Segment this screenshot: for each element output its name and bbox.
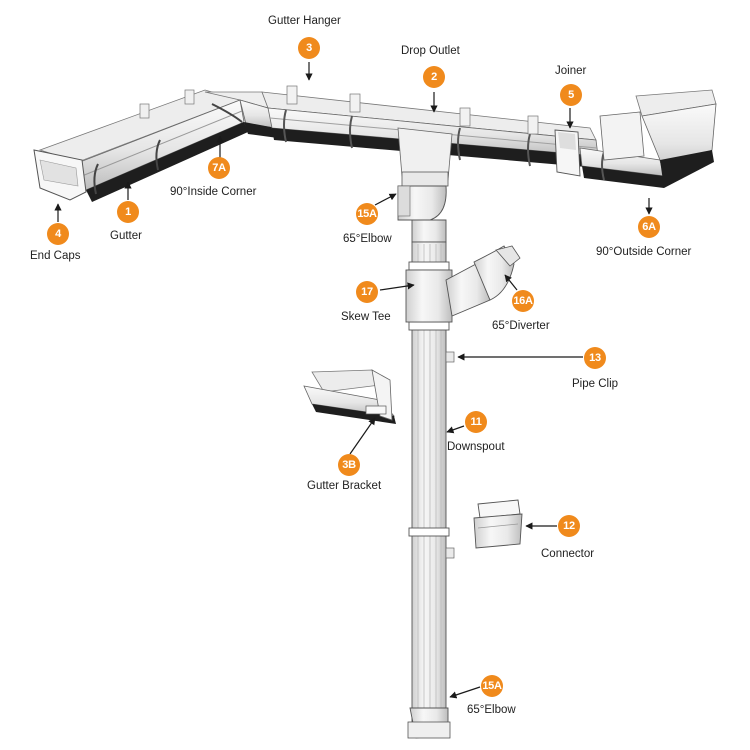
caption-outside-corner: 90°Outside Corner [596, 246, 692, 258]
gutter-main-run [261, 85, 599, 181]
leader-arrows [54, 62, 653, 699]
caption-gutter-hanger: Gutter Hanger [268, 15, 341, 27]
badge-inside-corner: 7A [208, 157, 230, 179]
arrow-elbow-top [374, 193, 397, 206]
caption-gutter-bracket: Gutter Bracket [307, 480, 382, 492]
caption-diverter: 65°Diverter [492, 320, 550, 332]
badge-outside-corner: 6A [638, 216, 660, 238]
arrow-skew-tee [379, 282, 415, 291]
caption-inside-corner: 90°Inside Corner [170, 186, 257, 198]
badge-downspout: 11 [465, 411, 487, 433]
caption-pipe-clip: Pipe Clip [572, 378, 619, 390]
caption-drop-outlet: Drop Outlet [401, 45, 460, 57]
arrow-downspout [446, 425, 465, 434]
diverter-shape [473, 245, 521, 301]
caption-elbow-top: 65°Elbow [343, 233, 392, 245]
badge-elbow-bottom: 15A [481, 675, 503, 697]
caption-downspout: Downspout [447, 441, 505, 453]
joiner-shape [554, 129, 581, 177]
badge-joiner: 5 [560, 84, 582, 106]
end-cap-shape [33, 149, 87, 201]
caption-joiner: Joiner [555, 65, 587, 77]
caption-gutter: Gutter [110, 230, 142, 242]
caption-elbow-bottom: 65°Elbow [467, 704, 516, 716]
elbow-top-shape [397, 171, 449, 243]
badge-gutter-bracket: 3B [338, 454, 360, 476]
badge-drop-outlet: 2 [423, 66, 445, 88]
badge-connector: 12 [558, 515, 580, 537]
badge-skew-tee: 17 [356, 281, 378, 303]
elbow-bottom-shape [407, 707, 451, 739]
skew-tee-shape [405, 263, 491, 323]
badge-pipe-clip: 13 [584, 347, 606, 369]
connector-shape [473, 499, 523, 549]
badge-elbow-top: 15A [356, 203, 378, 225]
gutter-right-run [579, 89, 717, 188]
badge-end-caps: 4 [47, 223, 69, 245]
caption-end-caps: End Caps [30, 250, 81, 262]
badge-gutter-hanger: 3 [298, 37, 320, 59]
arrow-gutter-bracket [349, 417, 376, 455]
badge-diverter: 16A [512, 290, 534, 312]
arrow-elbow-bottom [449, 686, 481, 699]
caption-connector: Connector [541, 548, 595, 560]
badge-gutter: 1 [117, 201, 139, 223]
caption-skew-tee: Skew Tee [341, 311, 391, 323]
arrow-diverter [504, 274, 518, 291]
